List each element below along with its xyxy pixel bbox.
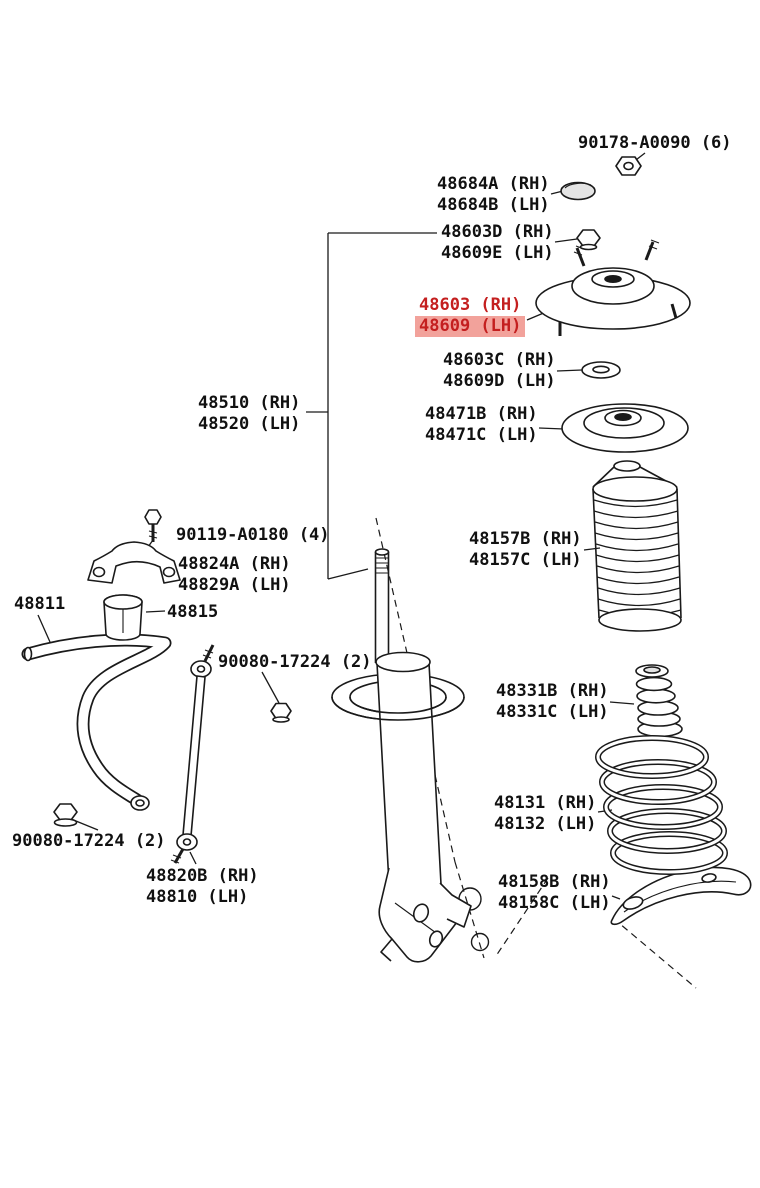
label-support-washer[interactable]: 48603C (RH) 48609D (LH) bbox=[443, 350, 556, 392]
label-bracket-bolt[interactable]: 90119-A0180 (4) bbox=[176, 525, 330, 546]
label-bar-bracket[interactable]: 48824A (RH) 48829A (LH) bbox=[178, 554, 291, 596]
part-number-line: 48824A (RH) bbox=[178, 554, 291, 574]
strut-support-drawing bbox=[535, 239, 691, 336]
part-number-line: 48603 (RH) bbox=[419, 295, 522, 315]
part-number-line: 48471B (RH) bbox=[425, 404, 538, 424]
bar-bushing-drawing bbox=[103, 594, 143, 641]
part-number-line: 48510 (RH) bbox=[198, 393, 301, 413]
label-bar-bushing[interactable]: 48815 bbox=[167, 602, 218, 623]
label-coil-spring[interactable]: 48131 (RH) 48132 (LH) bbox=[494, 793, 596, 835]
part-number-line: 48157C (LH) bbox=[469, 550, 582, 570]
coil-spring-drawing bbox=[595, 735, 728, 875]
stabilizer-link-drawing bbox=[170, 644, 215, 864]
part-number-line: 90080-17224 (2) bbox=[218, 652, 372, 672]
part-number-line: 48158C (LH) bbox=[498, 893, 611, 913]
top-nut-drawing bbox=[615, 156, 642, 176]
spring-upper-seat-drawing bbox=[561, 403, 689, 453]
part-number-line-highlighted: 48609 (LH) bbox=[415, 316, 526, 337]
part-number-line: 48157B (RH) bbox=[469, 529, 582, 549]
label-top-nut[interactable]: 90178-A0090 (6) bbox=[578, 133, 732, 154]
support-washer-drawing bbox=[581, 361, 621, 379]
strut-drawing bbox=[331, 548, 472, 963]
label-dust-boot[interactable]: 48157B (RH) 48157C (LH) bbox=[469, 529, 582, 571]
label-shock-absorber[interactable]: 48510 (RH) 48520 (LH) bbox=[198, 393, 300, 435]
part-number-line: 48331C (LH) bbox=[496, 702, 609, 722]
link-nut-lower-drawing bbox=[53, 803, 78, 827]
part-number-line: 48520 (LH) bbox=[198, 414, 301, 434]
bar-bracket-drawing bbox=[87, 541, 181, 584]
part-number-line: 48603C (RH) bbox=[443, 350, 556, 370]
dust-boot-drawing bbox=[592, 460, 682, 632]
part-number-line: 48131 (RH) bbox=[494, 793, 597, 813]
label-cap[interactable]: 48684A (RH) 48684B (LH) bbox=[437, 174, 550, 216]
bracket-bolt-drawing bbox=[144, 509, 162, 542]
link-nut-upper-drawing bbox=[270, 702, 292, 723]
part-number-line: 48829A (LH) bbox=[178, 575, 291, 595]
part-number-line: 48471C (LH) bbox=[425, 425, 538, 445]
label-link-nut-lower[interactable]: 90080-17224 (2) bbox=[12, 831, 166, 852]
part-number-line: 48811 bbox=[14, 594, 66, 614]
support-nut-drawing bbox=[576, 229, 601, 251]
label-stabilizer-link[interactable]: 48820B (RH) 48810 (LH) bbox=[146, 866, 259, 908]
cap-drawing bbox=[560, 181, 596, 201]
label-spring-lower-seat[interactable]: 48158B (RH) 48158C (LH) bbox=[498, 872, 611, 914]
label-link-nut-upper[interactable]: 90080-17224 (2) bbox=[218, 652, 372, 673]
part-number-line: 48132 (LH) bbox=[494, 814, 597, 834]
part-number-line: 90119-A0180 (4) bbox=[176, 525, 330, 545]
part-number-line: 48820B (RH) bbox=[146, 866, 259, 886]
part-number-line: 48609D (LH) bbox=[443, 371, 556, 391]
label-spring-upper-seat[interactable]: 48471B (RH) 48471C (LH) bbox=[425, 404, 538, 446]
spring-lower-seat-drawing bbox=[610, 866, 752, 926]
bump-stop-drawing bbox=[635, 664, 683, 738]
part-number-line: 48609E (LH) bbox=[441, 243, 554, 263]
leader-lines bbox=[37, 152, 646, 900]
part-number-line: 48810 (LH) bbox=[146, 887, 249, 907]
label-stabilizer-bar[interactable]: 48811 bbox=[14, 594, 65, 615]
part-number-line: 48815 bbox=[167, 602, 219, 622]
part-number-line: 90178-A0090 (6) bbox=[578, 133, 732, 153]
part-number-line: 48158B (RH) bbox=[498, 872, 611, 892]
stabilizer-bar-drawing bbox=[21, 633, 172, 811]
label-support-nut[interactable]: 48603D (RH) 48609E (LH) bbox=[441, 222, 554, 264]
part-number-line: 48684A (RH) bbox=[437, 174, 550, 194]
part-number-line: 90080-17224 (2) bbox=[12, 831, 166, 851]
part-number-line: 48331B (RH) bbox=[496, 681, 609, 701]
part-number-line: 48603D (RH) bbox=[441, 222, 554, 242]
label-bump-stop[interactable]: 48331B (RH) 48331C (LH) bbox=[496, 681, 609, 723]
label-strut-support-highlighted[interactable]: 48603 (RH) 48609 (LH) bbox=[415, 295, 526, 337]
part-number-line: 48684B (LH) bbox=[437, 195, 550, 215]
